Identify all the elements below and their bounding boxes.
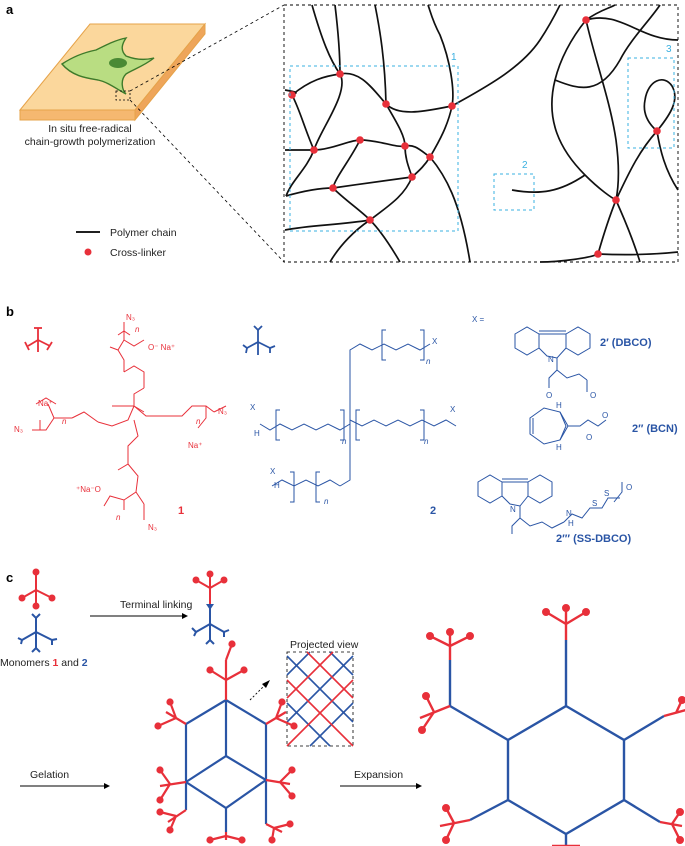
linked-dimer bbox=[191, 570, 230, 645]
zoom-line-bottom bbox=[129, 99, 285, 263]
projected-view-box bbox=[286, 651, 354, 747]
gelation-arrowhead bbox=[104, 783, 110, 789]
na-left: Na⁺ bbox=[38, 399, 52, 408]
panel-a-letter: a bbox=[6, 2, 14, 17]
ssdbco-label: 2′′′ (SS-DBCO) bbox=[556, 533, 631, 545]
compound-2-structure bbox=[259, 329, 457, 503]
n-left: n bbox=[62, 417, 67, 426]
legend-crosslinker-label: Cross-linker bbox=[110, 247, 167, 259]
crosslinker-dots bbox=[288, 16, 661, 258]
polymer-network bbox=[284, 4, 679, 263]
caption-line1: In situ free-radical bbox=[48, 123, 131, 135]
legend-polymer-label: Polymer chain bbox=[110, 227, 177, 239]
terminal-linking-label: Terminal linking bbox=[120, 599, 193, 611]
ss-dbco-structure bbox=[477, 474, 623, 534]
zoom-region-marker bbox=[115, 90, 131, 101]
bcn-structure bbox=[529, 407, 607, 445]
compound-2-number: 2 bbox=[430, 505, 436, 517]
gelation-label: Gelation bbox=[30, 769, 69, 781]
expansion-arrowhead bbox=[416, 783, 422, 789]
blue-monomer bbox=[17, 613, 58, 653]
highlight-box-1 bbox=[289, 65, 459, 232]
projected-view-mesh bbox=[286, 651, 354, 747]
bcn-h-bottom: H bbox=[556, 443, 562, 452]
projection-arrowhead bbox=[262, 680, 270, 688]
bcn-h-top: H bbox=[556, 401, 562, 410]
expansion-label: Expansion bbox=[354, 769, 403, 781]
n-b-top: n bbox=[426, 357, 431, 366]
dbco-n: N bbox=[548, 355, 554, 364]
ssdbco-nh: N bbox=[566, 509, 572, 518]
na-bottom: ⁺Na⁻O bbox=[76, 485, 101, 494]
bcn-label: 2′′ (BCN) bbox=[632, 423, 678, 435]
cell-icon bbox=[60, 36, 155, 95]
n-b-right: n bbox=[424, 437, 429, 446]
network-zoom-box bbox=[283, 4, 679, 263]
zoom-line-top bbox=[129, 4, 285, 92]
x-left: X bbox=[250, 403, 256, 412]
n3-left: N₃ bbox=[14, 425, 23, 434]
blue-monomer-icon bbox=[242, 325, 276, 355]
gel-network-compact bbox=[154, 640, 298, 844]
legend-crosslinker-dot bbox=[84, 248, 92, 256]
bcn-o2: O bbox=[602, 411, 608, 420]
n-bottom: n bbox=[116, 513, 121, 522]
ssdbco-h: H bbox=[568, 519, 574, 528]
projection-arrow bbox=[249, 683, 267, 701]
red-monomer-icon bbox=[24, 327, 53, 352]
dbco-o1: O bbox=[546, 391, 552, 400]
ssdbco-s2: S bbox=[604, 489, 609, 498]
terminal-linking-arrowhead bbox=[182, 613, 188, 619]
highlight-box-3-label: 3 bbox=[666, 44, 672, 55]
dbco-label: 2′ (DBCO) bbox=[600, 337, 652, 349]
compound-1-structure bbox=[32, 322, 227, 520]
n3-bottom: N₃ bbox=[148, 523, 157, 532]
highlight-box-3 bbox=[627, 57, 675, 149]
ssdbco-n: N bbox=[510, 505, 516, 514]
x-bottom: X bbox=[270, 467, 276, 476]
n-right: n bbox=[196, 417, 201, 426]
panel-c-letter: c bbox=[6, 570, 13, 585]
n3-top: N₃ bbox=[126, 313, 135, 322]
compound-2-labels: X n X H n n X X H n bbox=[250, 337, 456, 506]
ssdbco-s1: S bbox=[592, 499, 597, 508]
projected-view-label: Projected view bbox=[290, 639, 359, 651]
x-top: X bbox=[432, 337, 438, 346]
n3-right: N₃ bbox=[218, 407, 227, 416]
caption-line2: chain-growth polymerization bbox=[25, 136, 156, 148]
n-top: n bbox=[135, 325, 140, 334]
na-top: O⁻ Na⁺ bbox=[148, 343, 175, 352]
n-b-left: n bbox=[342, 437, 347, 446]
x-equals: X = bbox=[472, 315, 485, 324]
highlight-box-1-label: 1 bbox=[451, 52, 457, 63]
gel-network-expanded bbox=[418, 604, 685, 846]
dbco-structure bbox=[514, 326, 591, 392]
red-monomer bbox=[18, 568, 56, 610]
ssdbco-o: O bbox=[626, 483, 632, 492]
monomers-caption: Monomers 1 and 2 bbox=[0, 657, 88, 669]
h-left: H bbox=[254, 429, 260, 438]
na-right: Na⁺ bbox=[188, 441, 202, 450]
compound-1-labels: N₃ n O⁻ Na⁺ Na⁺ N₃ n N₃ n Na⁺ ⁺Na⁻O n N₃ bbox=[14, 313, 227, 532]
compound-1-number: 1 bbox=[178, 505, 184, 517]
h-bottom: H bbox=[274, 481, 280, 490]
dbco-o2: O bbox=[590, 391, 596, 400]
x-right: X bbox=[450, 405, 456, 414]
highlight-box-2-label: 2 bbox=[522, 160, 528, 171]
bcn-o1: O bbox=[586, 433, 592, 442]
n-b-bottom: n bbox=[324, 497, 329, 506]
highlight-box-2 bbox=[493, 173, 535, 211]
panel-b-letter: b bbox=[6, 304, 14, 319]
